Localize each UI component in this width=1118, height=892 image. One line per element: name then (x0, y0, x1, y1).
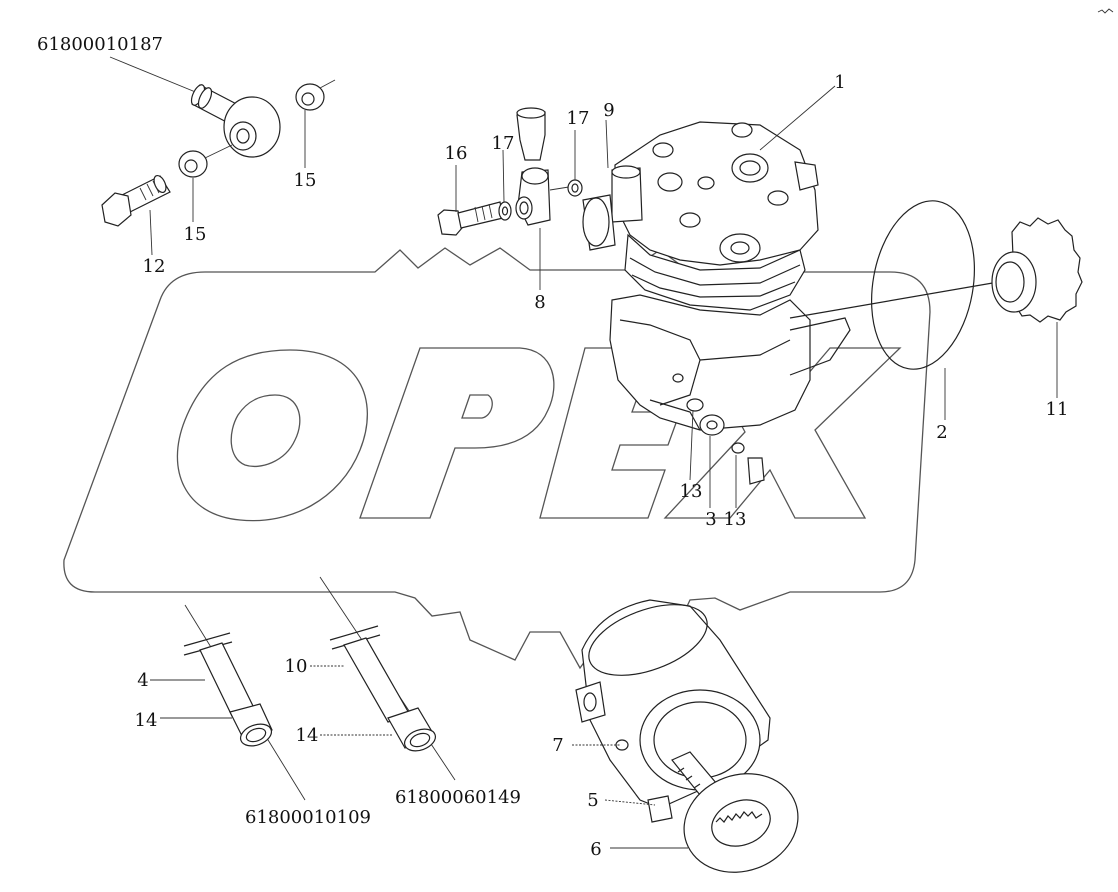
callout-15-left: 15 (184, 224, 207, 245)
part-number-61800010109: 61800010109 (245, 807, 371, 828)
callout-1: 1 (834, 72, 845, 93)
callout-12: 12 (143, 256, 166, 277)
banjo-fitting-assembly (101, 56, 336, 256)
callout-16: 16 (445, 143, 468, 164)
o-ring (870, 200, 976, 420)
callout-15-right: 15 (294, 170, 317, 191)
hose-assembly-right (310, 576, 456, 781)
callout-7: 7 (552, 735, 563, 756)
scribble-mark-icon (1097, 8, 1114, 14)
drive-gear (991, 217, 1083, 398)
callout-10: 10 (285, 656, 308, 677)
watermark-gear-outline (63, 247, 931, 670)
part-number-61800010187: 61800010187 (37, 34, 163, 55)
callout-13-right: 13 (724, 509, 747, 530)
callout-11: 11 (1046, 399, 1069, 420)
watermark-letter-o (176, 349, 368, 522)
callout-4: 4 (137, 670, 148, 691)
callout-17-left: 17 (492, 133, 515, 154)
callout-5: 5 (587, 790, 598, 811)
callout-labels: 1 2 3 4 5 6 7 8 9 10 11 12 13 13 14 14 1… (37, 34, 1068, 860)
callout-3: 3 (705, 509, 716, 530)
watermark-letter-p (359, 347, 555, 519)
callout-13-left: 13 (680, 481, 703, 502)
callout-14-left: 14 (135, 710, 158, 731)
drive-housing-assembly (572, 599, 799, 873)
compressor-body (582, 85, 1011, 508)
elbow-fitting-assembly (437, 107, 583, 290)
hose-assembly-left (150, 604, 306, 801)
callout-6: 6 (590, 839, 601, 860)
callout-8: 8 (534, 292, 545, 313)
part-number-61800060149: 61800060149 (395, 787, 521, 808)
callout-9: 9 (603, 100, 614, 121)
callout-14-right: 14 (296, 725, 319, 746)
callout-2: 2 (936, 422, 947, 443)
callout-17-right: 17 (567, 108, 590, 129)
